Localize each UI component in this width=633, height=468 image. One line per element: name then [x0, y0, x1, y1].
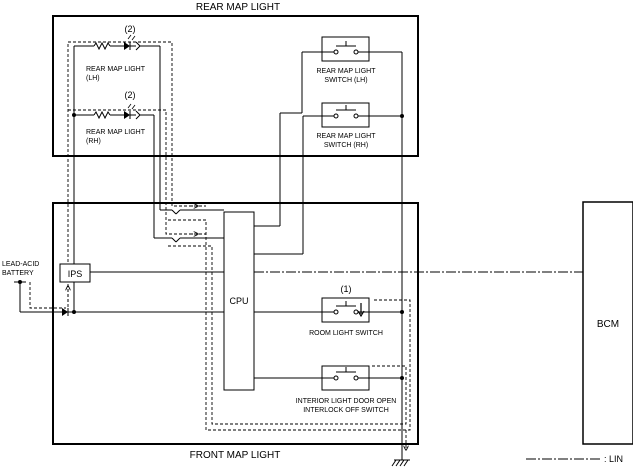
rear-map-light-lh-label-1: REAR MAP LIGHT	[86, 66, 146, 73]
rear-switch-rh-label-1: REAR MAP LIGHT	[317, 133, 377, 140]
rear-map-light-rh-marker: (2)	[125, 90, 136, 100]
interior-switch-label-1: INTERIOR LIGHT DOOR OPEN	[296, 398, 397, 405]
rear-map-light-lh-label-2: (LH)	[86, 75, 100, 82]
rear-map-light-lh-marker: (2)	[125, 24, 136, 34]
rear-map-light-switch-lh: REAR MAP LIGHT SWITCH (LH)	[302, 36, 402, 84]
ground-symbol	[391, 415, 410, 467]
room-light-switch-label: ROOM LIGHT SWITCH	[309, 330, 383, 337]
rear-switch-lh-label-2: SWITCH (LH)	[324, 77, 367, 84]
cpu-block	[223, 211, 255, 391]
room-light-switch-marker: (1)	[341, 284, 352, 294]
ips-block	[59, 263, 91, 283]
rear-map-light-rh-label-1: REAR MAP LIGHT	[86, 129, 146, 136]
interior-light-switch	[321, 365, 370, 391]
lin-legend-label: : LIN	[604, 454, 623, 464]
cpu-label: CPU	[229, 296, 248, 306]
front-box-title: FRONT MAP LIGHT	[190, 450, 281, 461]
rear-map-light-enclosure	[52, 15, 419, 157]
battery-label-2: BATTERY	[2, 270, 34, 277]
lin-legend: : LIN	[526, 454, 623, 464]
dashed-current-paths	[29, 41, 411, 448]
bcm-block	[582, 201, 633, 445]
battery-terminal	[14, 280, 26, 284]
rear-map-light-switch-rh: REAR MAP LIGHT SWITCH (RH)	[303, 102, 404, 149]
rear-map-light-rh-label-2: (RH)	[86, 138, 101, 145]
diode-symbol	[62, 308, 69, 316]
rear-map-light-lh: (2) REAR MAP LIGHT (LH)	[74, 24, 160, 82]
rear-switch-lh-label-1: REAR MAP LIGHT	[317, 68, 377, 75]
ips-label: IPS	[68, 269, 83, 279]
bcm-label: BCM	[597, 319, 619, 330]
rear-box-title: REAR MAP LIGHT	[196, 2, 280, 13]
battery-label-1: LEAD-ACID	[2, 261, 39, 268]
interior-switch-label-2: INTERLOCK OFF SWITCH	[303, 407, 389, 414]
rear-map-light-rh: (2) REAR MAP LIGHT (RH)	[72, 90, 154, 145]
room-light-switch	[321, 297, 370, 323]
solid-wiring	[19, 46, 403, 415]
rear-switch-rh-label-2: SWITCH (RH)	[324, 142, 368, 149]
front-map-light-enclosure	[52, 202, 419, 445]
